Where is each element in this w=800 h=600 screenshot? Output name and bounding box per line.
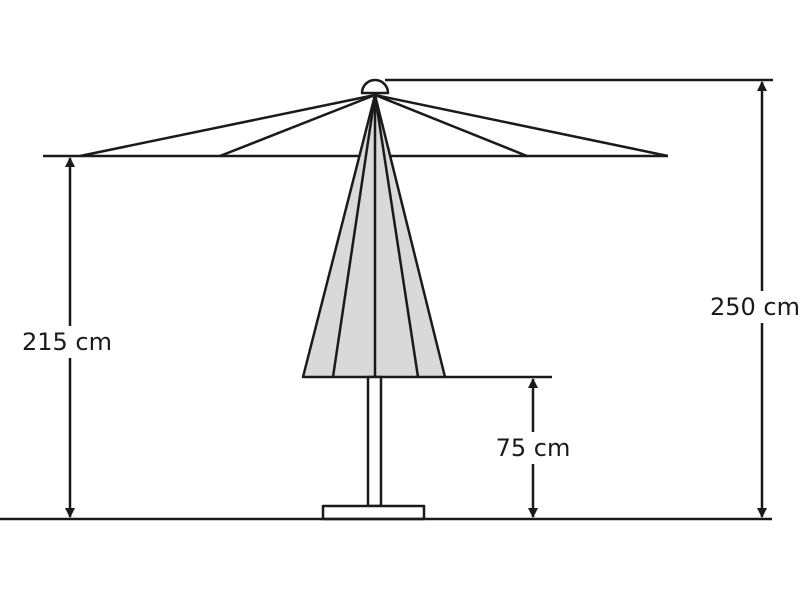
label-total-height: 250 cm: [709, 291, 800, 323]
label-closed-clearance: 75 cm: [495, 432, 571, 464]
base: [321, 504, 426, 521]
closed-canopy: [301, 93, 552, 379]
open-canopy: [43, 93, 669, 158]
finial: [360, 78, 390, 95]
pole: [366, 375, 383, 508]
label-canopy-height: 215 cm: [21, 326, 113, 358]
